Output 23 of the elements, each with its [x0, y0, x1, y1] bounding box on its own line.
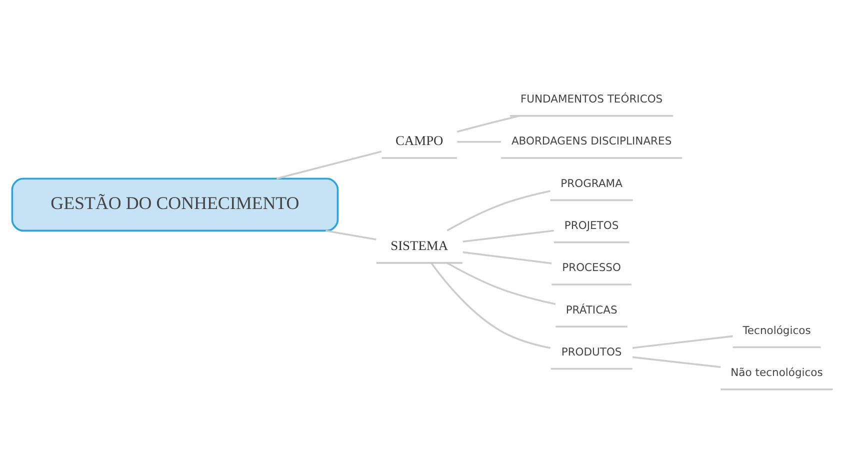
node-text: Não tecnológicos [730, 366, 823, 380]
node-box: GESTÃO DO CONHECIMENTO [11, 178, 339, 232]
connector [462, 251, 552, 264]
connector [446, 262, 556, 306]
connector [632, 335, 733, 349]
node-text: CAMPO [395, 133, 444, 148]
node-text: ABORDAGENS DISCIPLINARES [511, 134, 672, 148]
node-text: Tecnológicos [742, 324, 811, 337]
node-text: PRODUTOS [561, 345, 622, 358]
node-text: PROJETOS [564, 218, 619, 232]
connector [462, 230, 554, 243]
node-text: PROGRAMA [560, 176, 622, 190]
node-text: FUNDAMENTOS TEÓRICOS [520, 92, 663, 106]
connector [430, 262, 551, 349]
connector [457, 140, 501, 143]
node-text: PRÁTICAS [566, 303, 618, 316]
connector [276, 150, 382, 180]
connector [446, 190, 550, 232]
node-text: PROCESSO [562, 261, 621, 274]
connector [326, 230, 376, 240]
connector [456, 115, 520, 133]
connector [632, 356, 721, 368]
node-text: SISTEMA [390, 238, 448, 253]
